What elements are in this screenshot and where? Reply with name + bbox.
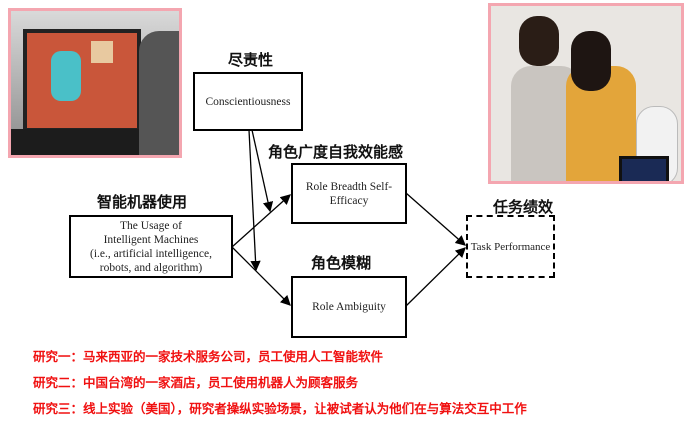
person-head (139, 31, 179, 155)
arrow-moderation-rbse (251, 129, 274, 213)
label-conscientiousness-cn: 尽责性 (228, 51, 274, 69)
node-usage: The Usage of Intelligent Machines (i.e.,… (69, 215, 233, 278)
node-task-performance: Task Performance (466, 215, 555, 278)
arrow-usage-to-rbse (231, 194, 291, 248)
node-text: (i.e., artificial intelligence, (90, 247, 212, 260)
node-text: Role Breadth Self-Efficacy (305, 180, 393, 207)
node-text: The Usage of (120, 219, 182, 232)
label-rbse-cn: 角色广度自我效能感 (268, 143, 404, 161)
arrow-rbse-to-task (405, 192, 466, 246)
arrow-moderation-ambiguity (248, 129, 261, 272)
node-rbse: Role Breadth Self-Efficacy (291, 163, 407, 224)
node-text: Task Performance (470, 240, 551, 253)
node-text: Role Ambiguity (312, 301, 386, 313)
node-ambiguity: Role Ambiguity (291, 276, 407, 338)
node-text: robots, and algorithm) (99, 261, 203, 274)
photo-robot-interaction (488, 3, 684, 184)
label-usage-cn: 智能机器使用 (97, 193, 188, 211)
keyboard (11, 129, 141, 155)
node-conscientiousness: Conscientiousness (193, 72, 303, 131)
study-1: 研究一：马来西亚的一家技术服务公司，员工使用人工智能软件 (33, 349, 384, 364)
robot-tablet (619, 156, 669, 181)
node-text: Conscientiousness (205, 95, 291, 108)
study-2: 研究二：中国台湾的一家酒店，员工使用机器人为顾客服务 (33, 375, 359, 390)
photo-computer-user (8, 8, 182, 158)
arrow-ambiguity-to-task (405, 247, 466, 307)
study-3: 研究三：线上实验（美国），研究者操纵实验场景，让被试者认为他们在与算法交互中工作 (33, 401, 527, 416)
node-text: Intelligent Machines (103, 233, 199, 246)
label-ambiguity-cn: 角色模糊 (311, 254, 372, 272)
arrow-usage-to-ambiguity (231, 246, 291, 306)
label-task-cn: 任务绩效 (493, 198, 554, 216)
